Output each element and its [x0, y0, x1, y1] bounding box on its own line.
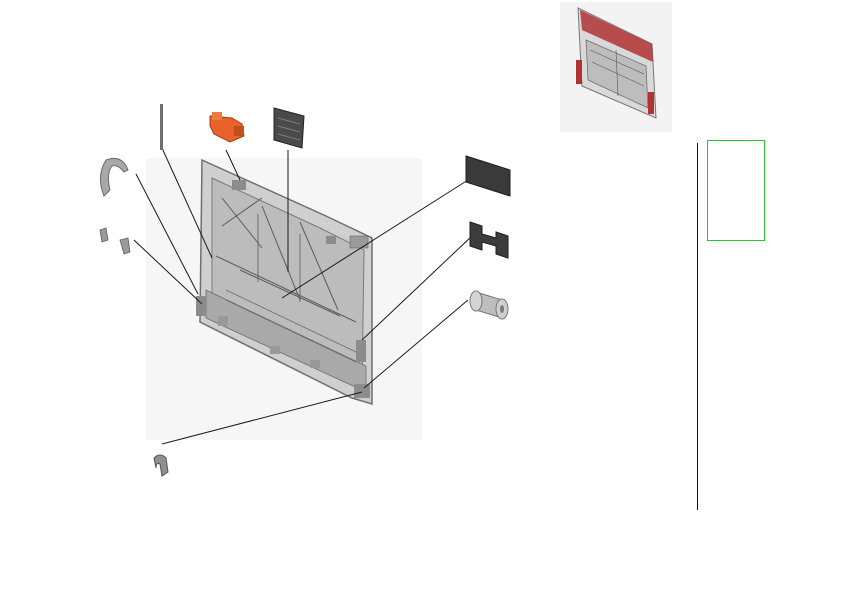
leader-lines — [133, 147, 473, 445]
hotspot-selection-box[interactable] — [707, 140, 765, 241]
h-bracket-part-icon[interactable] — [469, 221, 509, 259]
main-assembly[interactable] — [146, 158, 422, 440]
roller-part-icon[interactable] — [469, 290, 509, 320]
vertical-divider — [697, 143, 698, 510]
small-clip-pair-part-icon[interactable] — [99, 227, 131, 255]
orange-bracket-part-icon[interactable] — [209, 112, 245, 143]
c-clip-part-icon[interactable] — [100, 157, 129, 197]
hook-clip-part-icon[interactable] — [153, 454, 169, 477]
rod-part-icon[interactable] — [160, 104, 163, 150]
circuit-board-part-icon[interactable] — [273, 107, 305, 149]
dark-pad-part-icon[interactable] — [465, 155, 511, 197]
assembly-thumbnail[interactable] — [560, 2, 672, 132]
